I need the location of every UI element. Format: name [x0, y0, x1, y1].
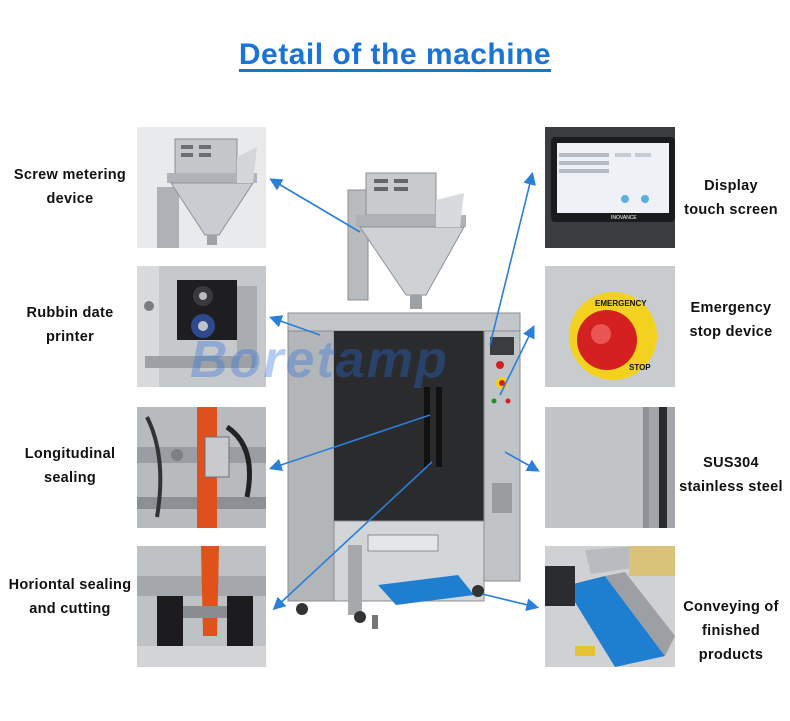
conveyor-illustration [545, 546, 675, 667]
photo-longitudinal-sealing [137, 407, 266, 528]
label-emergency-stop: Emergency stop device [689, 300, 773, 340]
emergency-button-illustration: EMERGENCY STOP [545, 266, 675, 387]
steel-panel-illustration [545, 407, 675, 528]
label-stainless-steel: SUS304 stainless steel [679, 455, 783, 495]
emergency-bottom-text: STOP [629, 363, 651, 372]
date-printer-illustration [137, 266, 266, 387]
label-display-screen: Display touch screen [684, 178, 778, 218]
label-screw-metering: Screw metering device [13, 167, 127, 207]
auger-filler-illustration [137, 127, 266, 248]
label-date-printer: Rubbin date printer [26, 305, 114, 345]
horizontal-sealer-illustration [137, 546, 266, 667]
longitudinal-sealer-illustration [137, 407, 266, 528]
photo-emergency-stop: EMERGENCY STOP [545, 266, 675, 387]
photo-display-screen: INOVANCE [545, 127, 675, 248]
label-longitudinal-sealing: Longitudinal sealing [24, 446, 116, 486]
page-title: Detail of the machine [238, 38, 552, 71]
screen-brand-text: INOVANCE [611, 215, 637, 221]
photo-horizontal-sealing [137, 546, 266, 667]
photo-date-printer [137, 266, 266, 387]
machine-illustration [287, 172, 521, 629]
packaging-machine-image [278, 165, 528, 635]
photo-stainless-steel [545, 407, 675, 528]
touch-screen-illustration: INOVANCE [545, 127, 675, 248]
watermark: Boretamp [190, 331, 449, 389]
label-conveying: Conveying of finished products [683, 599, 779, 663]
photo-conveyor [545, 546, 675, 667]
emergency-top-text: EMERGENCY [595, 299, 647, 308]
photo-screw-metering [137, 127, 266, 248]
label-horizontal-sealing: Horiontal sealing and cutting [8, 577, 132, 617]
